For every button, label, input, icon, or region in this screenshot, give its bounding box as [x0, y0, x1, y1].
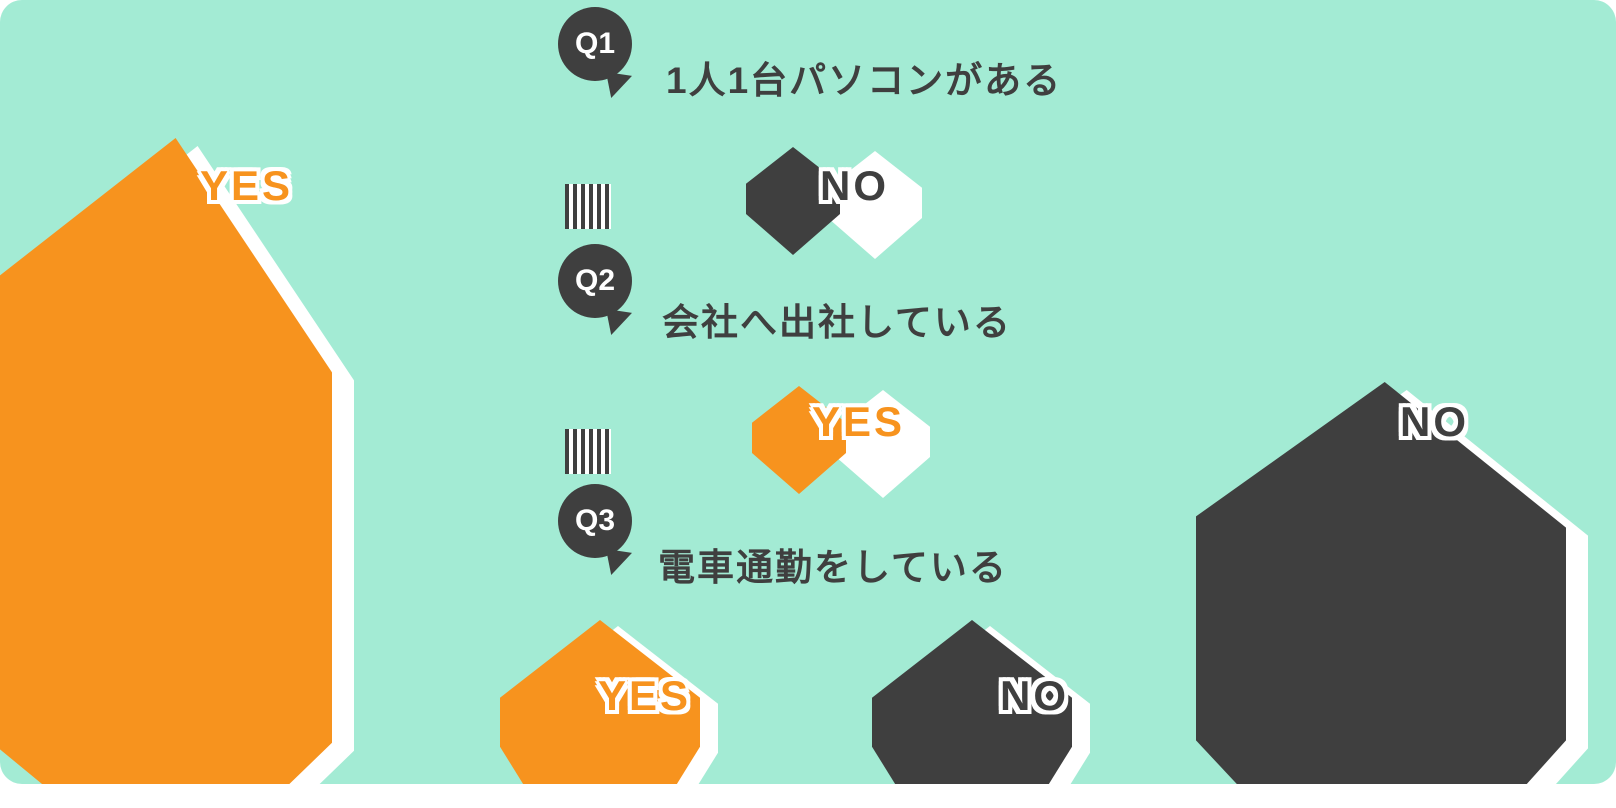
q3-question-text: 電車通勤をしている	[658, 547, 1008, 588]
q2-badge: Q2	[558, 244, 632, 318]
q3-badge: Q3	[558, 484, 632, 558]
q1-badge-label: Q1	[574, 27, 616, 60]
q2-yes-label: YES	[812, 398, 906, 445]
q1-yes-label: YES	[200, 162, 294, 209]
q3-no-label: NO	[1000, 672, 1069, 719]
q1-question-text: 1人1台パソコンがある	[666, 60, 1063, 101]
q2-q3-dotted-connector	[565, 429, 611, 474]
q1-yes-arrow	[0, 138, 332, 784]
q2-question-text: 会社へ出社している	[662, 302, 1012, 343]
chart-background-panel: YES NO YES NO YES NO Q1 1人1台パソコンがある Q2 会…	[0, 0, 1616, 784]
q3-badge-label: Q3	[574, 504, 616, 537]
q1-badge: Q1	[558, 7, 632, 81]
q2-no-label: NO	[1400, 398, 1469, 445]
q1-no-label: NO	[820, 162, 889, 209]
q1-q2-dotted-connector	[565, 184, 611, 229]
q2-badge-label: Q2	[574, 264, 616, 297]
q3-yes-label: YES	[598, 672, 692, 719]
q2-no-arrow	[1196, 382, 1566, 784]
